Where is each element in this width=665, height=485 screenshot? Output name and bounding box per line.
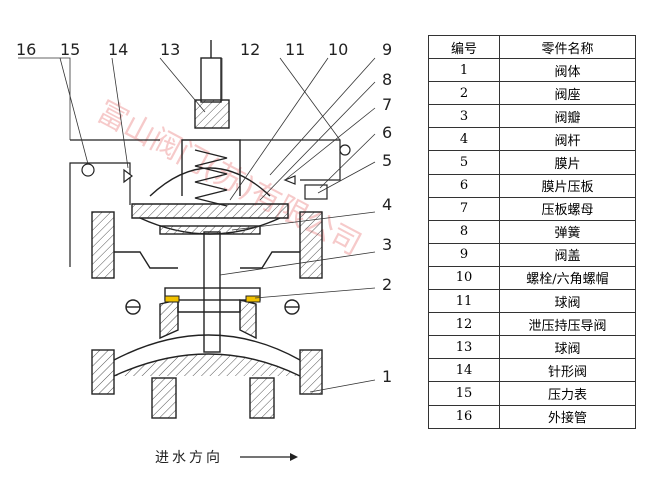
flow-direction-label: 进水方向 (155, 450, 223, 466)
part-number: 2 (428, 81, 500, 106)
part-number: 14 (428, 358, 500, 383)
part-number: 7 (428, 196, 500, 221)
flow-arrow-icon (240, 453, 298, 461)
part-name: 针形阀 (499, 358, 636, 383)
callout-10: 10 (328, 40, 348, 59)
callout-4: 4 (382, 195, 392, 214)
part-number: 16 (428, 404, 500, 429)
part-name: 阀盖 (499, 242, 636, 267)
part-name: 阀座 (499, 81, 636, 106)
callout-6: 6 (382, 123, 392, 142)
callout-1: 1 (382, 367, 392, 386)
part-number: 12 (428, 312, 500, 337)
part-name: 弹簧 (499, 219, 636, 244)
part-number: 4 (428, 127, 500, 152)
part-name: 膜片 (499, 150, 636, 175)
part-number: 5 (428, 150, 500, 175)
callout-15: 15 (60, 40, 80, 59)
callout-7: 7 (382, 95, 392, 114)
callout-3: 3 (382, 235, 392, 254)
callout-16: 16 (16, 40, 36, 59)
part-name: 阀瓣 (499, 104, 636, 129)
part-number: 15 (428, 381, 500, 406)
part-number: 1 (428, 58, 500, 83)
part-name: 球阀 (499, 289, 636, 314)
part-number: 11 (428, 289, 500, 314)
part-name: 膜片压板 (499, 173, 636, 198)
valve-section-drawing: 富山阀门(苏)有限公司 (16, 40, 392, 466)
part-name: 球阀 (499, 335, 636, 360)
callout-2: 2 (382, 275, 392, 294)
callout-12: 12 (240, 40, 260, 59)
part-name: 压力表 (499, 381, 636, 406)
table-header-row: 编号 零件名称 (428, 34, 636, 60)
part-name: 压板螺母 (499, 196, 636, 221)
part-number: 8 (428, 219, 500, 244)
callout-5: 5 (382, 151, 392, 170)
callout-9: 9 (382, 40, 392, 59)
part-number: 10 (428, 265, 500, 291)
callout-11: 11 (285, 40, 305, 59)
part-name: 阀杆 (499, 127, 636, 152)
part-number: 6 (428, 173, 500, 198)
part-name: 泄压持压导阀 (499, 312, 636, 337)
part-number: 13 (428, 335, 500, 360)
valve-body-outline (91, 40, 323, 419)
callout-13: 13 (160, 40, 180, 59)
header-number: 编号 (428, 34, 500, 60)
part-number: 9 (428, 242, 500, 267)
part-number: 3 (428, 104, 500, 129)
part-name: 外接管 (499, 404, 636, 429)
part-name: 螺栓/六角螺帽 (499, 265, 636, 291)
part-name: 阀体 (499, 58, 636, 83)
header-part-name: 零件名称 (499, 34, 636, 60)
callout-14: 14 (108, 40, 128, 59)
pilot-tubing (69, 139, 351, 267)
callout-8: 8 (382, 70, 392, 89)
